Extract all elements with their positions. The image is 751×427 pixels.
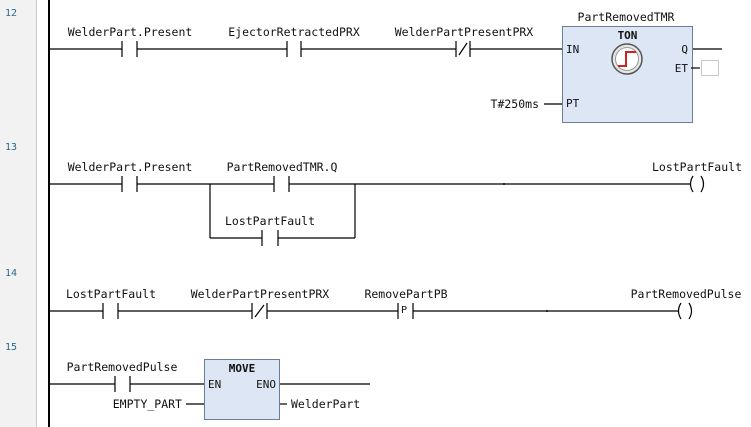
coil-lost-part-fault[interactable] [689, 175, 705, 193]
pin-q: Q [681, 43, 688, 56]
ton-block-title: TON [617, 29, 638, 42]
ton-timer-block[interactable]: TON IN PT Q ET [562, 26, 693, 123]
rung-12-wire [50, 48, 722, 105]
label-part-removed-tmr-q: PartRemovedTMR.Q [226, 160, 338, 174]
label-preset-time: T#250ms [490, 97, 539, 111]
wire-dot [503, 183, 505, 185]
label-welder-part-present-r13: WelderPart.Present [67, 160, 193, 174]
contact-lost-part-fault[interactable] [102, 303, 119, 319]
label-timer-instance: PartRemovedTMR [577, 10, 675, 24]
label-welder-part-present-prx: WelderPartPresentPRX [394, 25, 534, 39]
pin-et: ET [674, 62, 688, 75]
pin-in: IN [566, 43, 580, 56]
wire-dot [546, 310, 548, 312]
rung-number-13[interactable]: 13 [5, 142, 18, 153]
rung-13-wire [50, 183, 690, 239]
rung-number-15[interactable]: 15 [5, 342, 18, 353]
nc-contact-welder-part-present-prx-r14[interactable] [251, 303, 268, 319]
coil-part-removed-pulse[interactable] [677, 302, 693, 320]
p-contact-remove-part-pb[interactable] [397, 303, 414, 319]
contact-part-removed-tmr-q[interactable] [273, 176, 290, 192]
label-coil-part-removed-pulse: PartRemovedPulse [630, 287, 742, 301]
contact-welder-part-present-r13[interactable] [121, 176, 138, 192]
contact-part-removed-pulse[interactable] [114, 376, 131, 392]
label-move-input: EMPTY_PART [112, 397, 182, 411]
pin-en: EN [208, 378, 222, 391]
label-lost-part-fault-branch: LostPartFault [224, 214, 316, 228]
label-remove-part-pb: RemovePartPB [364, 287, 448, 301]
label-welder-part-present-prx-r14: WelderPartPresentPRX [190, 287, 330, 301]
timer-clock-icon [611, 43, 643, 75]
label-ejector-retracted-prx: EjectorRetractedPRX [228, 25, 360, 39]
left-power-rail [48, 0, 50, 427]
pin-eno: ENO [256, 378, 276, 391]
move-block-title: MOVE [228, 362, 256, 375]
label-move-output: WelderPart [291, 397, 361, 411]
label-lost-part-fault: LostPartFault [65, 287, 157, 301]
rung-number-12[interactable]: 12 [5, 8, 18, 19]
label-part-removed-pulse: PartRemovedPulse [66, 360, 178, 374]
nc-contact-welder-part-present-prx[interactable] [455, 41, 471, 57]
rung-number-gutter: 12 13 14 15 [0, 0, 37, 427]
et-output-field[interactable] [701, 60, 719, 76]
label-welder-part-present: WelderPart.Present [67, 25, 193, 39]
contact-lost-part-fault-branch[interactable] [261, 230, 279, 246]
contact-welder-part-present[interactable] [121, 41, 138, 57]
rung-15-wire [50, 383, 370, 405]
rung-number-14[interactable]: 14 [5, 268, 18, 279]
p-contact-marker: P [401, 305, 408, 316]
label-coil-lost-part-fault: LostPartFault [651, 160, 743, 174]
move-block[interactable]: MOVE EN ENO [204, 359, 280, 420]
contact-ejector-retracted-prx[interactable] [286, 41, 302, 57]
pin-pt: PT [566, 97, 580, 110]
